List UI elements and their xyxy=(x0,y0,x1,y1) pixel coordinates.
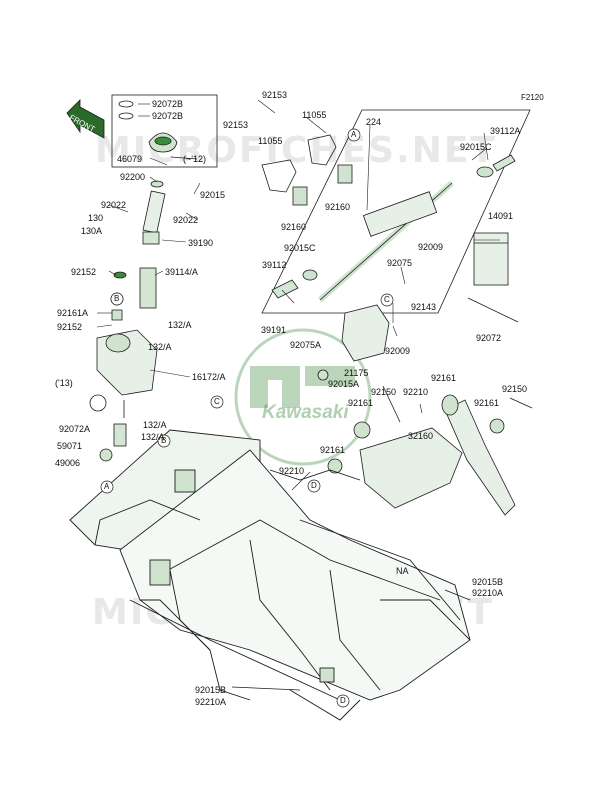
kawasaki-logo xyxy=(234,328,372,466)
part-label: 92072 xyxy=(476,333,502,343)
part-label: 92161 xyxy=(320,445,346,455)
part-label: 16172/A xyxy=(192,372,226,382)
part-label: 39191 xyxy=(261,325,287,335)
marker-a-frame: A xyxy=(104,482,110,491)
part-label: 92161 xyxy=(431,373,457,383)
marker-d-bottom: D xyxy=(340,696,346,705)
part-label: 92075A xyxy=(290,340,322,350)
part-label: 92161 xyxy=(474,398,500,408)
part-label: 92015C xyxy=(460,142,492,152)
part-label: 92015C xyxy=(284,243,316,253)
marker-b-left: B xyxy=(114,294,120,303)
marker-b-frame: B xyxy=(161,436,167,445)
part-label: 11055 xyxy=(302,110,327,120)
part-label: 92022 xyxy=(101,200,127,210)
frame-outline xyxy=(69,429,471,721)
part-label: 92150 xyxy=(502,384,528,394)
part-label: 92153 xyxy=(262,90,288,100)
part-label: 92161 xyxy=(348,398,374,408)
part-label: 92015A xyxy=(328,379,360,389)
part-label: 92009 xyxy=(385,346,411,356)
part-label: 132/A xyxy=(148,342,172,352)
detail-box xyxy=(111,94,218,168)
part-label: 92160 xyxy=(325,202,351,212)
part-label: 46079 xyxy=(117,154,143,164)
part-label: 39112 xyxy=(262,260,287,270)
part-label: 92072B xyxy=(152,111,184,121)
part-label: 92210 xyxy=(403,387,429,397)
part-label: 39112A xyxy=(490,126,521,136)
part-label: 92152 xyxy=(71,267,97,277)
part-label: 92150 xyxy=(371,387,397,397)
part-label: (~'12) xyxy=(183,154,206,164)
part-label: 92009 xyxy=(418,242,444,252)
part-label: 92022 xyxy=(173,215,199,225)
part-label: 224 xyxy=(366,117,382,127)
part-label: 92143 xyxy=(411,302,437,312)
part-label: 92072A xyxy=(59,424,91,434)
part-label: 92075 xyxy=(387,258,413,268)
part-label: 132/A xyxy=(168,320,192,330)
part-label: 92015 xyxy=(200,190,226,200)
part-label: 39114/A xyxy=(165,267,198,277)
part-label: 92161A xyxy=(57,308,89,318)
part-label: 92152 xyxy=(57,322,83,332)
part-label: 59071 xyxy=(57,441,83,451)
part-label: 14091 xyxy=(488,211,514,221)
part-label: 92160 xyxy=(281,222,307,232)
part-label: 92072B xyxy=(152,99,184,109)
part-label: 21175 xyxy=(344,368,369,378)
part-label: 130 xyxy=(88,213,104,223)
page-code: F2120 xyxy=(521,93,544,102)
kawasaki-logo-text: Kawasaki xyxy=(262,402,349,423)
front-arrow-icon xyxy=(66,99,105,139)
marker-c-left: C xyxy=(214,397,220,406)
part-label: 92200 xyxy=(120,172,146,182)
part-label: ('13) xyxy=(55,378,73,388)
part-label: 49006 xyxy=(55,458,81,468)
part-label: 130A xyxy=(81,226,103,236)
part-label: 92210 xyxy=(279,466,305,476)
part-label: 11055 xyxy=(258,136,283,146)
part-label: 92210A xyxy=(472,588,504,598)
part-label: NA xyxy=(396,566,409,576)
marker-d-mid: D xyxy=(311,481,317,490)
part-label: 32160 xyxy=(408,431,434,441)
part-label: 132/A xyxy=(141,432,165,442)
part-label: 92015B xyxy=(472,577,504,587)
part-label: 39190 xyxy=(188,238,214,248)
marker-a-top: A xyxy=(351,130,357,139)
part-label: 132/A xyxy=(143,420,167,430)
marker-c-right: C xyxy=(384,295,390,304)
part-label: 92015B xyxy=(195,685,227,695)
part-label: 92153 xyxy=(223,120,249,130)
part-label: 92210A xyxy=(195,697,227,707)
